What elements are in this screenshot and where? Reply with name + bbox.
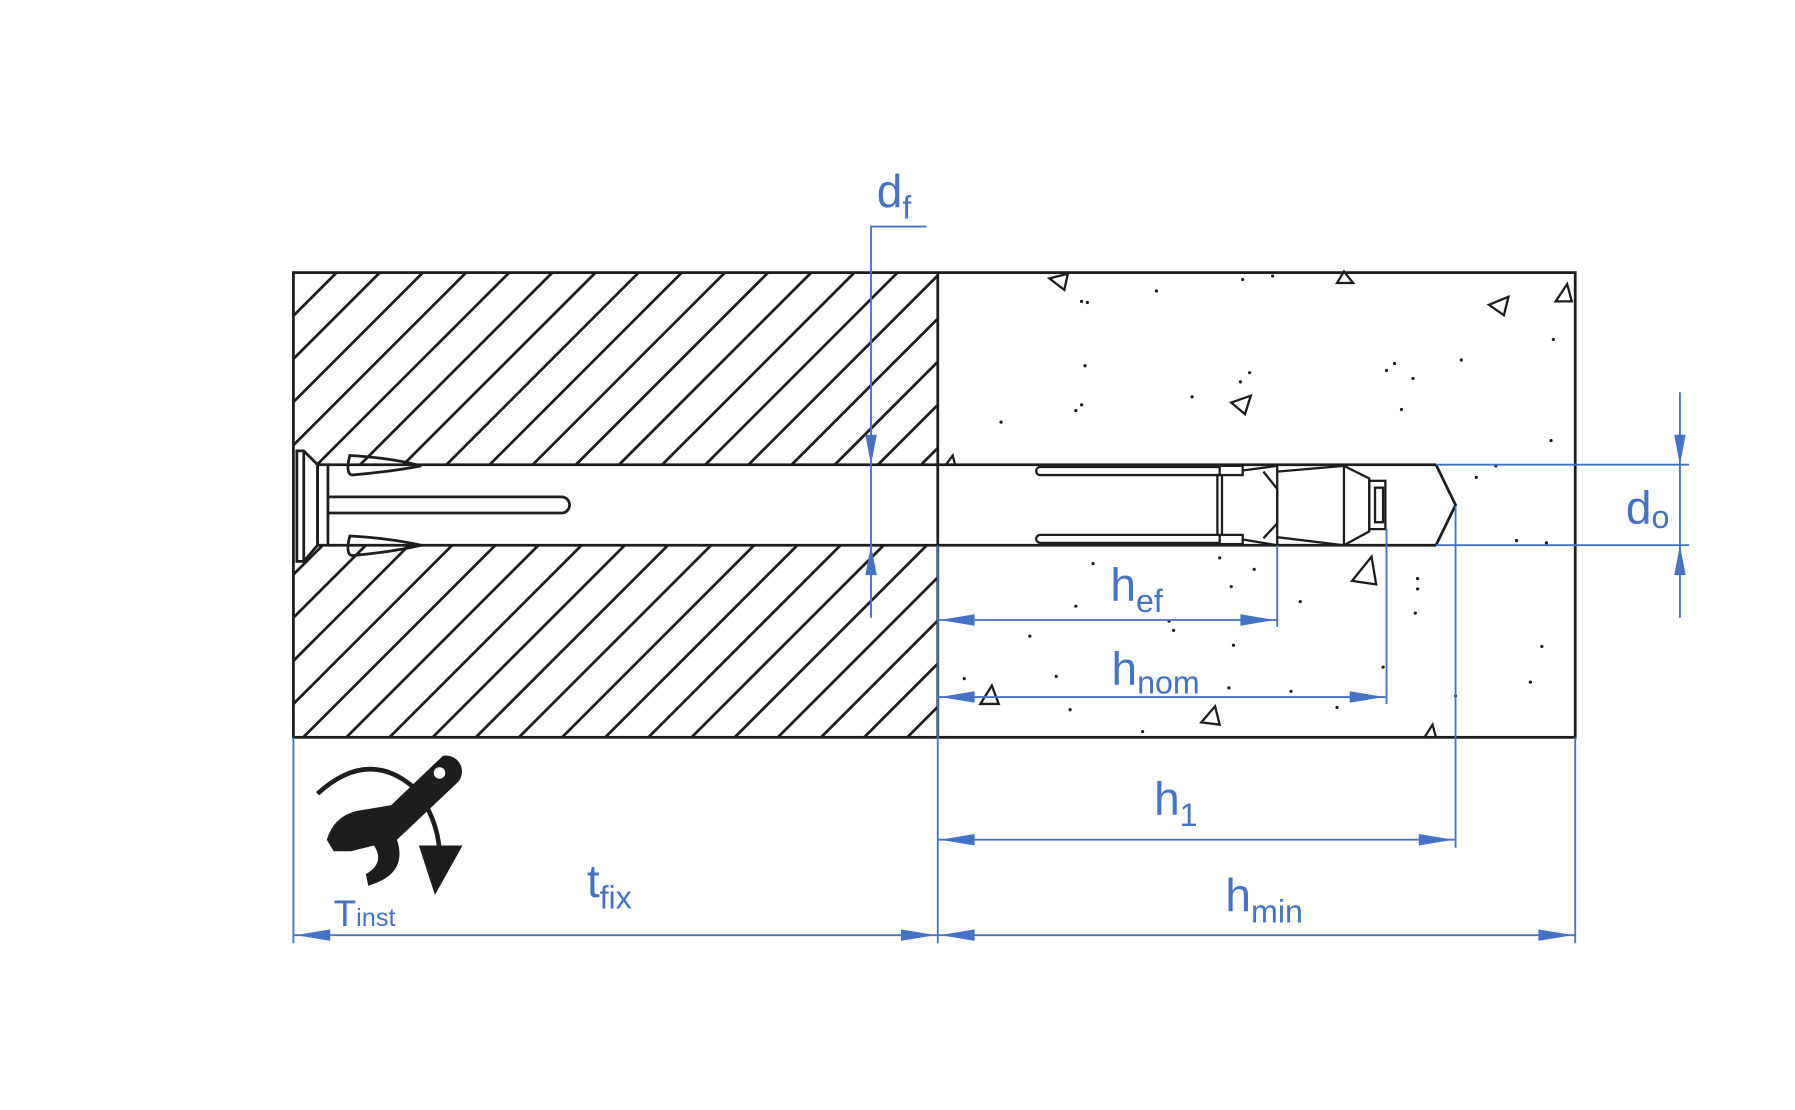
hatch-line xyxy=(517,272,938,738)
aggregate-dot xyxy=(1413,611,1417,615)
aggregate-dot xyxy=(1074,604,1078,608)
concrete-aggregate xyxy=(943,269,1574,739)
aggregate-dot xyxy=(1238,380,1243,384)
aggregate-dot xyxy=(1549,438,1553,443)
aggregate-dot xyxy=(1079,299,1084,303)
aggregate-dot xyxy=(1514,539,1519,543)
aggregate-dot xyxy=(1252,567,1256,571)
aggregate-dot xyxy=(1384,368,1389,372)
aggregate-dot xyxy=(1270,274,1275,278)
aggregate-dot xyxy=(1140,729,1145,734)
aggregate-dot xyxy=(1335,705,1339,710)
dimension-lines xyxy=(292,225,1690,944)
hatch-line xyxy=(293,272,511,738)
label-hmin: hmin xyxy=(1225,869,1302,929)
aggregate-dot xyxy=(1172,628,1176,632)
aggregate-dot xyxy=(1247,371,1252,375)
aggregate-dot xyxy=(1229,585,1233,589)
aggregate-dot xyxy=(1154,289,1159,293)
aggregate-dot xyxy=(1091,562,1095,566)
aggregate-dot xyxy=(1085,300,1089,305)
hatch-line xyxy=(302,272,770,738)
hatch-line xyxy=(293,272,597,738)
aggregate-dot xyxy=(1540,644,1544,649)
aggregate-dot xyxy=(1028,634,1032,638)
anchor-screw xyxy=(295,449,571,563)
hatch-line xyxy=(647,272,938,738)
hatch-line xyxy=(388,272,856,738)
aggregate-dot xyxy=(1298,599,1302,604)
aggregate-dot xyxy=(1083,364,1087,368)
aggregate-dot xyxy=(1459,358,1463,362)
aggregate-dot xyxy=(1415,576,1420,581)
hatch-line xyxy=(293,272,554,738)
aggregate-dot xyxy=(962,677,966,681)
label-tinst: Tinst xyxy=(334,893,396,934)
aggregate-dot xyxy=(1551,337,1555,341)
aggregate-dot xyxy=(1392,361,1397,366)
hatch-line xyxy=(733,272,938,738)
aggregate-dot xyxy=(1227,686,1231,690)
hatch-line xyxy=(293,272,467,738)
label-h1: h1 xyxy=(1154,772,1198,832)
aggregate-dot xyxy=(999,420,1003,424)
aggregate-dot xyxy=(1411,376,1415,381)
label-do: do xyxy=(1626,481,1670,535)
hatch-line xyxy=(690,272,938,738)
hatch-line xyxy=(293,272,726,738)
aggregate-dot xyxy=(1399,407,1404,412)
hatch-line xyxy=(820,272,938,738)
hatch-line xyxy=(293,272,338,738)
aggregate-dot xyxy=(1415,587,1420,591)
aggregate-dot xyxy=(1068,708,1072,712)
hatch-line xyxy=(863,272,938,738)
aggregate-dot xyxy=(1474,475,1478,479)
aggregate-dot xyxy=(1544,541,1549,545)
label-tfix: tfix xyxy=(587,855,632,915)
label-df: df xyxy=(877,165,912,225)
label-hef: hef xyxy=(1110,558,1163,618)
aggregate-dot xyxy=(1528,680,1532,684)
aggregate-dot xyxy=(1231,643,1236,647)
hatch-line xyxy=(293,272,381,738)
aggregate-dot xyxy=(1381,665,1385,669)
hatch-line xyxy=(293,272,295,738)
aggregate-dot xyxy=(1218,556,1222,560)
hatch-line xyxy=(293,272,424,738)
hatch-line xyxy=(293,272,683,738)
fixture-hatch xyxy=(293,272,938,738)
aggregate-dot xyxy=(1241,277,1245,282)
hatch-line xyxy=(561,272,938,738)
aggregate-dot xyxy=(1054,674,1058,678)
wrench-torque-icon xyxy=(316,755,463,895)
hatch-line xyxy=(345,272,813,738)
aggregate-dot xyxy=(1074,409,1078,413)
drill-hole-tip xyxy=(1434,464,1458,546)
label-hnom: hnom xyxy=(1112,642,1200,700)
concrete-dots xyxy=(962,274,1555,734)
aggregate-dot xyxy=(1079,403,1084,407)
base-material-outline xyxy=(292,271,1577,739)
hatch-line xyxy=(431,272,899,738)
aggregate-dot xyxy=(1190,395,1194,399)
anchor-sleeve xyxy=(1035,464,1387,547)
hatch-line xyxy=(776,272,938,738)
hatch-line xyxy=(604,272,938,738)
aggregate-dot xyxy=(1289,689,1293,693)
